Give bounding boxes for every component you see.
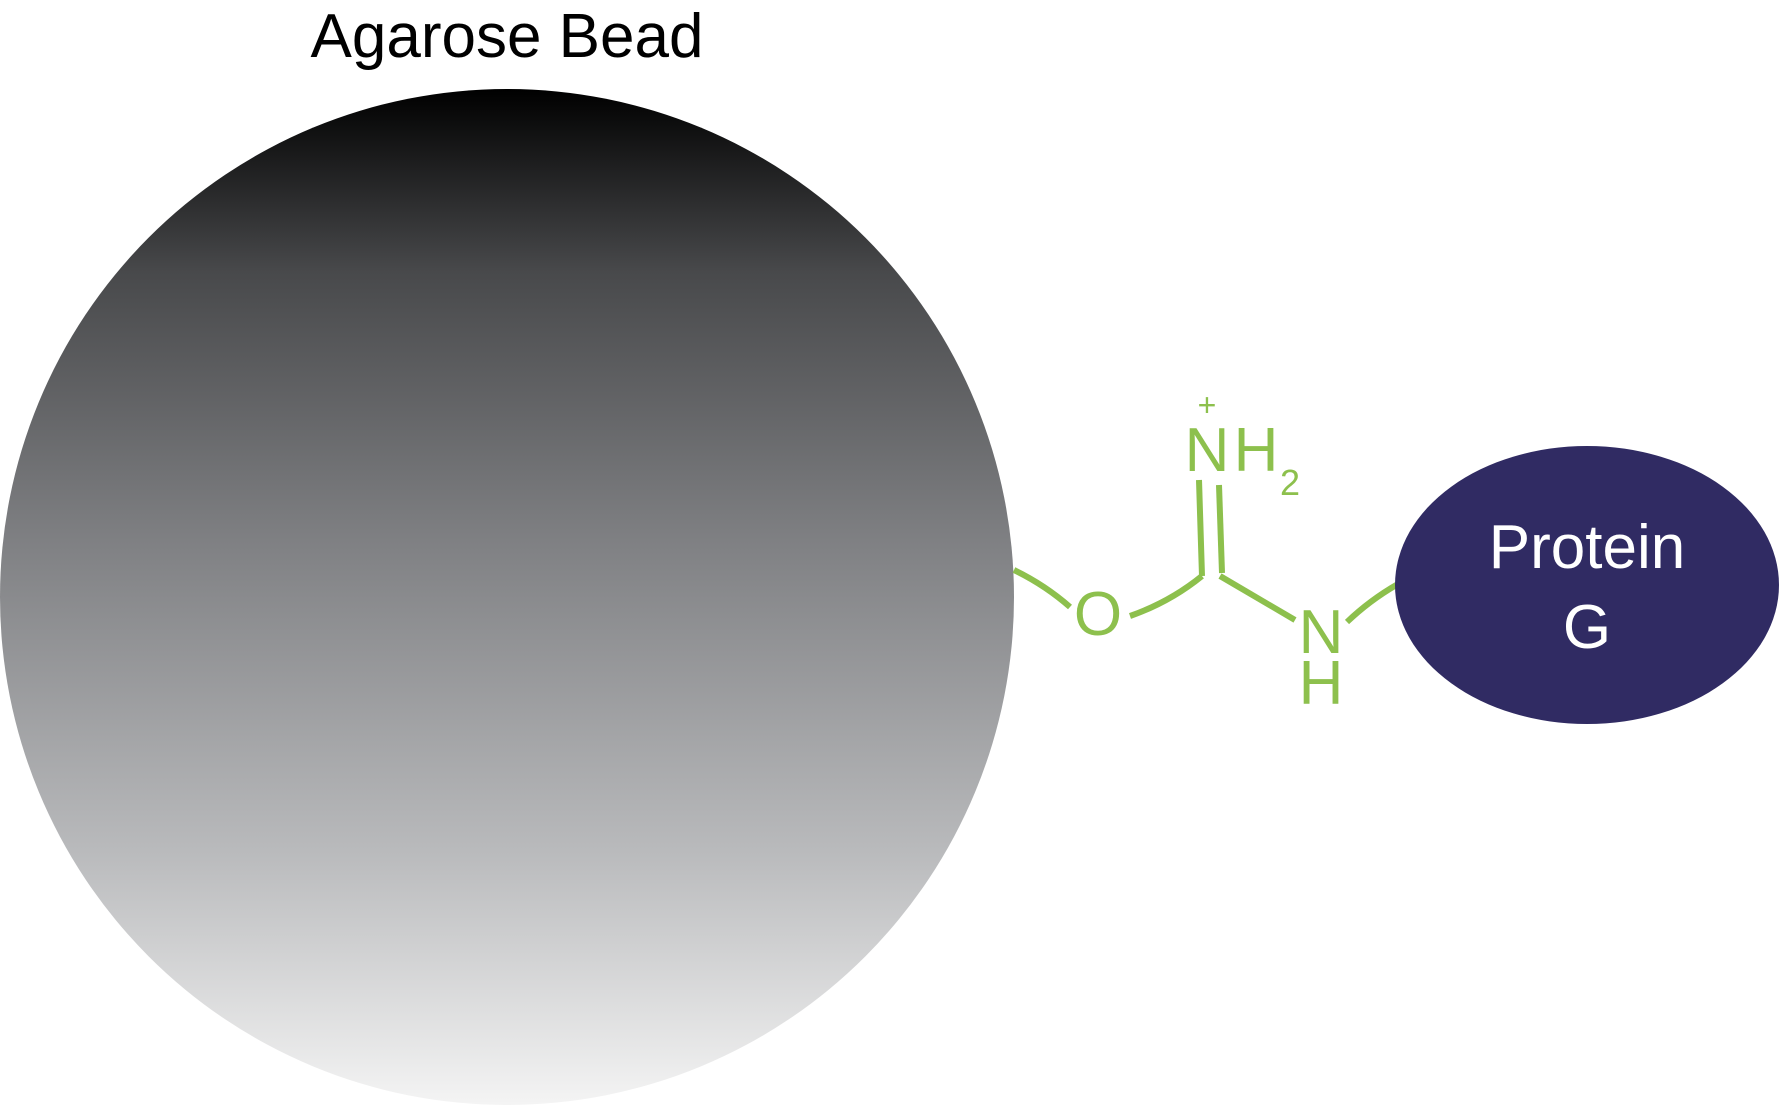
bond-oxygen-to-carbon: [1129, 573, 1204, 619]
double-bond-right: [1216, 484, 1225, 574]
agarose-bead: [0, 89, 1014, 1105]
protein-label-line2: G: [1563, 593, 1611, 662]
bond-amine-to-protein: [1344, 581, 1400, 625]
nh2-charge: +: [1198, 387, 1217, 423]
amine-nitrogen: N: [1299, 598, 1344, 667]
bond-bead-to-oxygen: [1012, 567, 1072, 610]
nh2-hydrogen: H: [1234, 416, 1279, 485]
bead-label: Agarose Bead: [311, 2, 704, 71]
nh2-subscript: 2: [1280, 462, 1300, 503]
amine-hydrogen: H: [1299, 649, 1344, 718]
linker-atoms: O + N H 2 N H: [1074, 387, 1344, 718]
double-bond-left: [1196, 479, 1205, 577]
nh2-nitrogen: N: [1185, 416, 1230, 485]
protein-g: [1395, 446, 1779, 724]
linker-bonds: [1012, 479, 1400, 625]
protein-label-line1: Protein: [1489, 513, 1685, 582]
oxygen-atom: O: [1074, 580, 1122, 649]
bond-carbon-to-amine: [1218, 573, 1297, 623]
